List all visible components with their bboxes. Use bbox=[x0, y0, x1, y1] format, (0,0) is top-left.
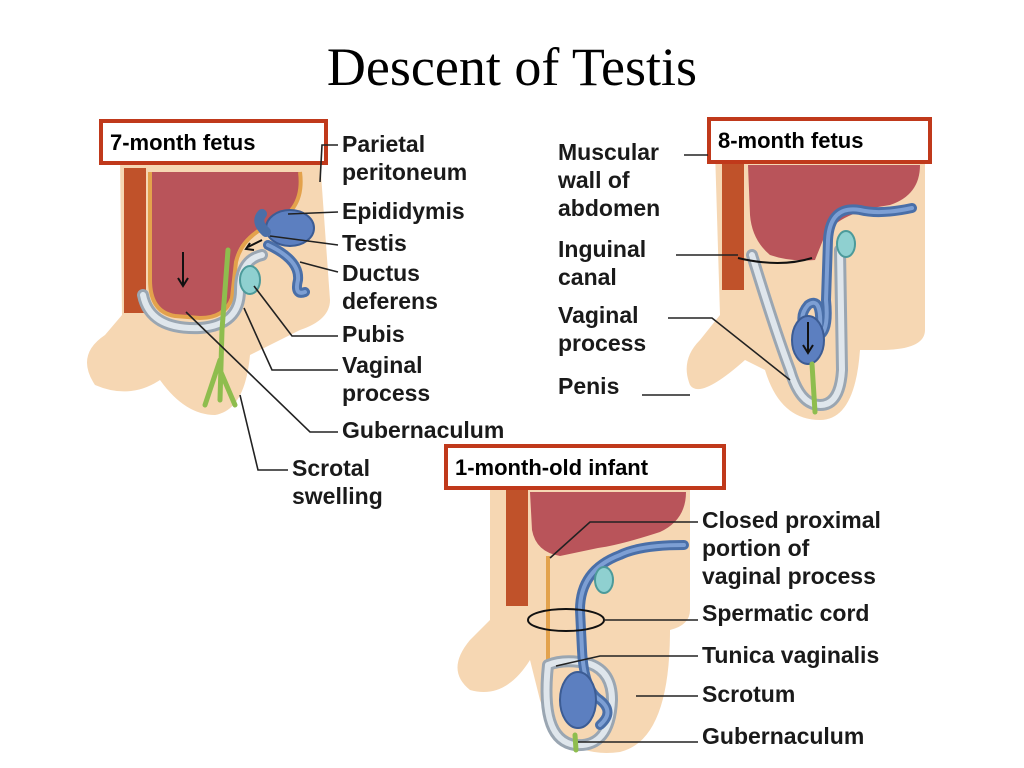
seven-month-stage-box bbox=[99, 119, 328, 165]
label-muscular-wall-line3: abdomen bbox=[558, 195, 660, 221]
label-scrotal-swelling-line2: swelling bbox=[292, 483, 383, 509]
seven-month-testis-arrow bbox=[244, 239, 263, 251]
eight-month-inguinal-ring bbox=[737, 257, 813, 264]
seven-month-gubernaculum-leader bbox=[185, 311, 338, 433]
eight-month-stage-box bbox=[707, 117, 932, 164]
seven-month-gubernaculum bbox=[202, 247, 238, 408]
label-vaginal-process-8month-line2: process bbox=[558, 330, 646, 356]
eight-month-abdominal-wall bbox=[722, 160, 744, 290]
eight-month-gubernaculum bbox=[809, 361, 818, 415]
seven-month-epididymis-leader bbox=[287, 211, 339, 215]
seven-month-ductus-leader bbox=[299, 261, 339, 273]
seven-month-vaginal-leader bbox=[243, 307, 338, 371]
label-tunica-vaginalis: Tunica vaginalis bbox=[702, 642, 879, 668]
eight-month-vaginal-leader bbox=[668, 317, 791, 381]
eight-month-pubis-icon bbox=[836, 230, 856, 258]
label-ductus-deferens-line2: deferens bbox=[342, 288, 438, 314]
eight-month-ductus-lumen bbox=[800, 206, 914, 339]
seven-month-scrotal-leader bbox=[239, 394, 288, 471]
label-inguinal-canal-line2: canal bbox=[558, 264, 617, 290]
label-scrotal-swelling-line1: Scrotal bbox=[292, 455, 370, 481]
seven-month-testis-leader bbox=[269, 235, 339, 246]
infant-pubis-icon bbox=[594, 566, 614, 594]
label-parietal-peritoneum-line2: peritoneum bbox=[342, 159, 467, 185]
eight-month-body bbox=[686, 150, 925, 420]
seven-month-parietal-leader bbox=[319, 144, 338, 183]
seven-month-peritoneal-cavity bbox=[149, 172, 301, 318]
label-vaginal-process-line1: Vaginal bbox=[342, 352, 423, 378]
infant-stage-label: 1-month-old infant bbox=[455, 455, 649, 480]
label-muscular-wall-line1: Muscular bbox=[558, 139, 659, 165]
label-spermatic-cord: Spermatic cord bbox=[702, 600, 869, 626]
seven-month-epididymis bbox=[254, 209, 271, 237]
label-gubernaculum-7month: Gubernaculum bbox=[342, 417, 504, 443]
page-title: Descent of Testis bbox=[326, 37, 698, 97]
label-closed-proximal-line3: vaginal process bbox=[702, 563, 876, 589]
seven-month-abdominal-wall bbox=[124, 168, 146, 313]
seven-month-illustration: 7-month fetus Parietal peritoneum Epidid… bbox=[87, 119, 504, 509]
label-testis: Testis bbox=[342, 230, 407, 256]
label-closed-proximal-line1: Closed proximal bbox=[702, 507, 881, 533]
infant-closed-leader bbox=[549, 521, 698, 559]
infant-testis-icon bbox=[559, 671, 597, 729]
seven-month-descent-arrow bbox=[177, 252, 189, 288]
infant-tunica-leader bbox=[555, 655, 698, 667]
infant-illustration: 1-month-old infant Closed proximal porti… bbox=[444, 444, 881, 753]
label-epididymis: Epididymis bbox=[342, 198, 465, 224]
label-vaginal-process-line2: process bbox=[342, 380, 430, 406]
label-inguinal-canal-line1: Inguinal bbox=[558, 236, 646, 262]
eight-month-illustration: 8-month fetus Muscular wall of abdomen I… bbox=[557, 117, 932, 420]
seven-month-ductus-lumen bbox=[266, 243, 307, 295]
label-scrotum: Scrotum bbox=[702, 681, 795, 707]
label-vaginal-process-8month-line1: Vaginal bbox=[558, 302, 639, 328]
seven-month-stage-label: 7-month fetus bbox=[110, 130, 255, 155]
label-parietal-peritoneum-line1: Parietal bbox=[342, 131, 425, 157]
label-gubernaculum-infant: Gubernaculum bbox=[702, 723, 864, 749]
infant-stage-box bbox=[444, 444, 726, 490]
label-muscular-wall-line2: wall of bbox=[557, 167, 630, 193]
eight-month-descent-arrow bbox=[802, 322, 814, 355]
label-ductus-deferens-line1: Ductus bbox=[342, 260, 420, 286]
label-penis: Penis bbox=[558, 373, 619, 399]
seven-month-pubis-leader bbox=[253, 285, 338, 337]
infant-gubernaculum bbox=[572, 732, 579, 753]
eight-month-vaginal-lumen bbox=[749, 247, 846, 409]
label-pubis: Pubis bbox=[342, 321, 405, 347]
eight-month-stage-label: 8-month fetus bbox=[718, 128, 863, 153]
label-closed-proximal-line2: portion of bbox=[702, 535, 810, 561]
infant-abdominal-wall bbox=[506, 488, 528, 606]
